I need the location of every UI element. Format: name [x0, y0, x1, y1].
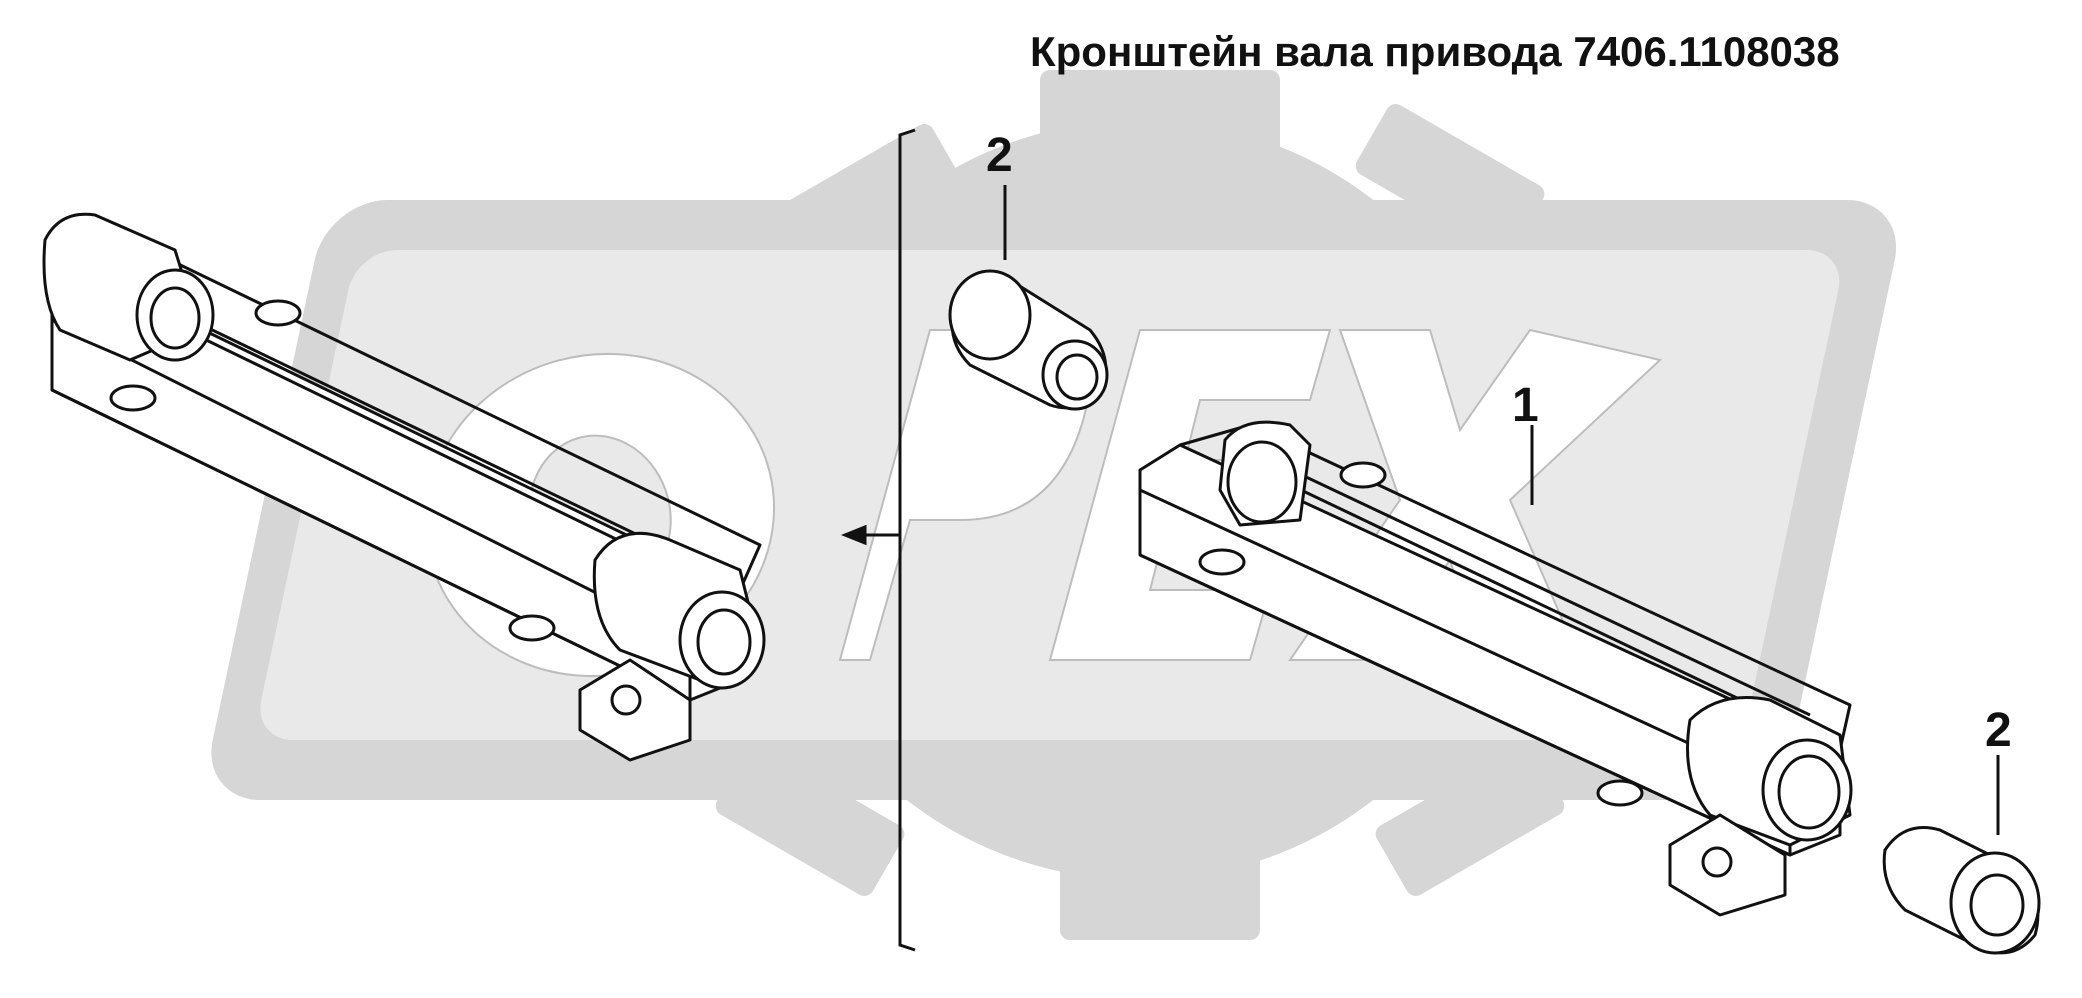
bushing-flange — [948, 269, 1032, 361]
bushing-bore — [1055, 353, 1099, 401]
left-bracket-hole — [508, 614, 556, 642]
diagram-title: Кронштейн вала привода 7406.1108038 — [1030, 28, 1840, 75]
right-bracket-bolt — [1701, 846, 1733, 878]
right-bracket-hole — [1596, 779, 1644, 807]
callout-label-part-2: 2 — [986, 129, 1013, 182]
right-bracket-bore-inner — [1777, 754, 1841, 830]
callout-label-part-2: 2 — [1985, 704, 2012, 757]
bushing-part-2-right — [1882, 755, 2041, 955]
exploded-view-bracket — [840, 128, 916, 952]
left-bracket-bushing-inner — [696, 608, 752, 676]
right-bracket-hole — [1198, 548, 1246, 576]
left-bracket-hole — [254, 299, 302, 327]
left-bracket-bushing-inner — [149, 286, 201, 350]
left-bracket-bolt — [610, 684, 642, 716]
bushing-bore — [1969, 873, 2025, 937]
bushing-part-2-top — [948, 185, 1109, 411]
right-bracket-bore — [1226, 440, 1298, 524]
left-bracket-hole — [109, 384, 157, 412]
right-bracket-hole — [1339, 461, 1387, 489]
right-bracket-part-1 — [1138, 420, 1853, 917]
callout-label-part-1: 1 — [1512, 379, 1539, 432]
left-bracket-assembly — [42, 212, 766, 762]
